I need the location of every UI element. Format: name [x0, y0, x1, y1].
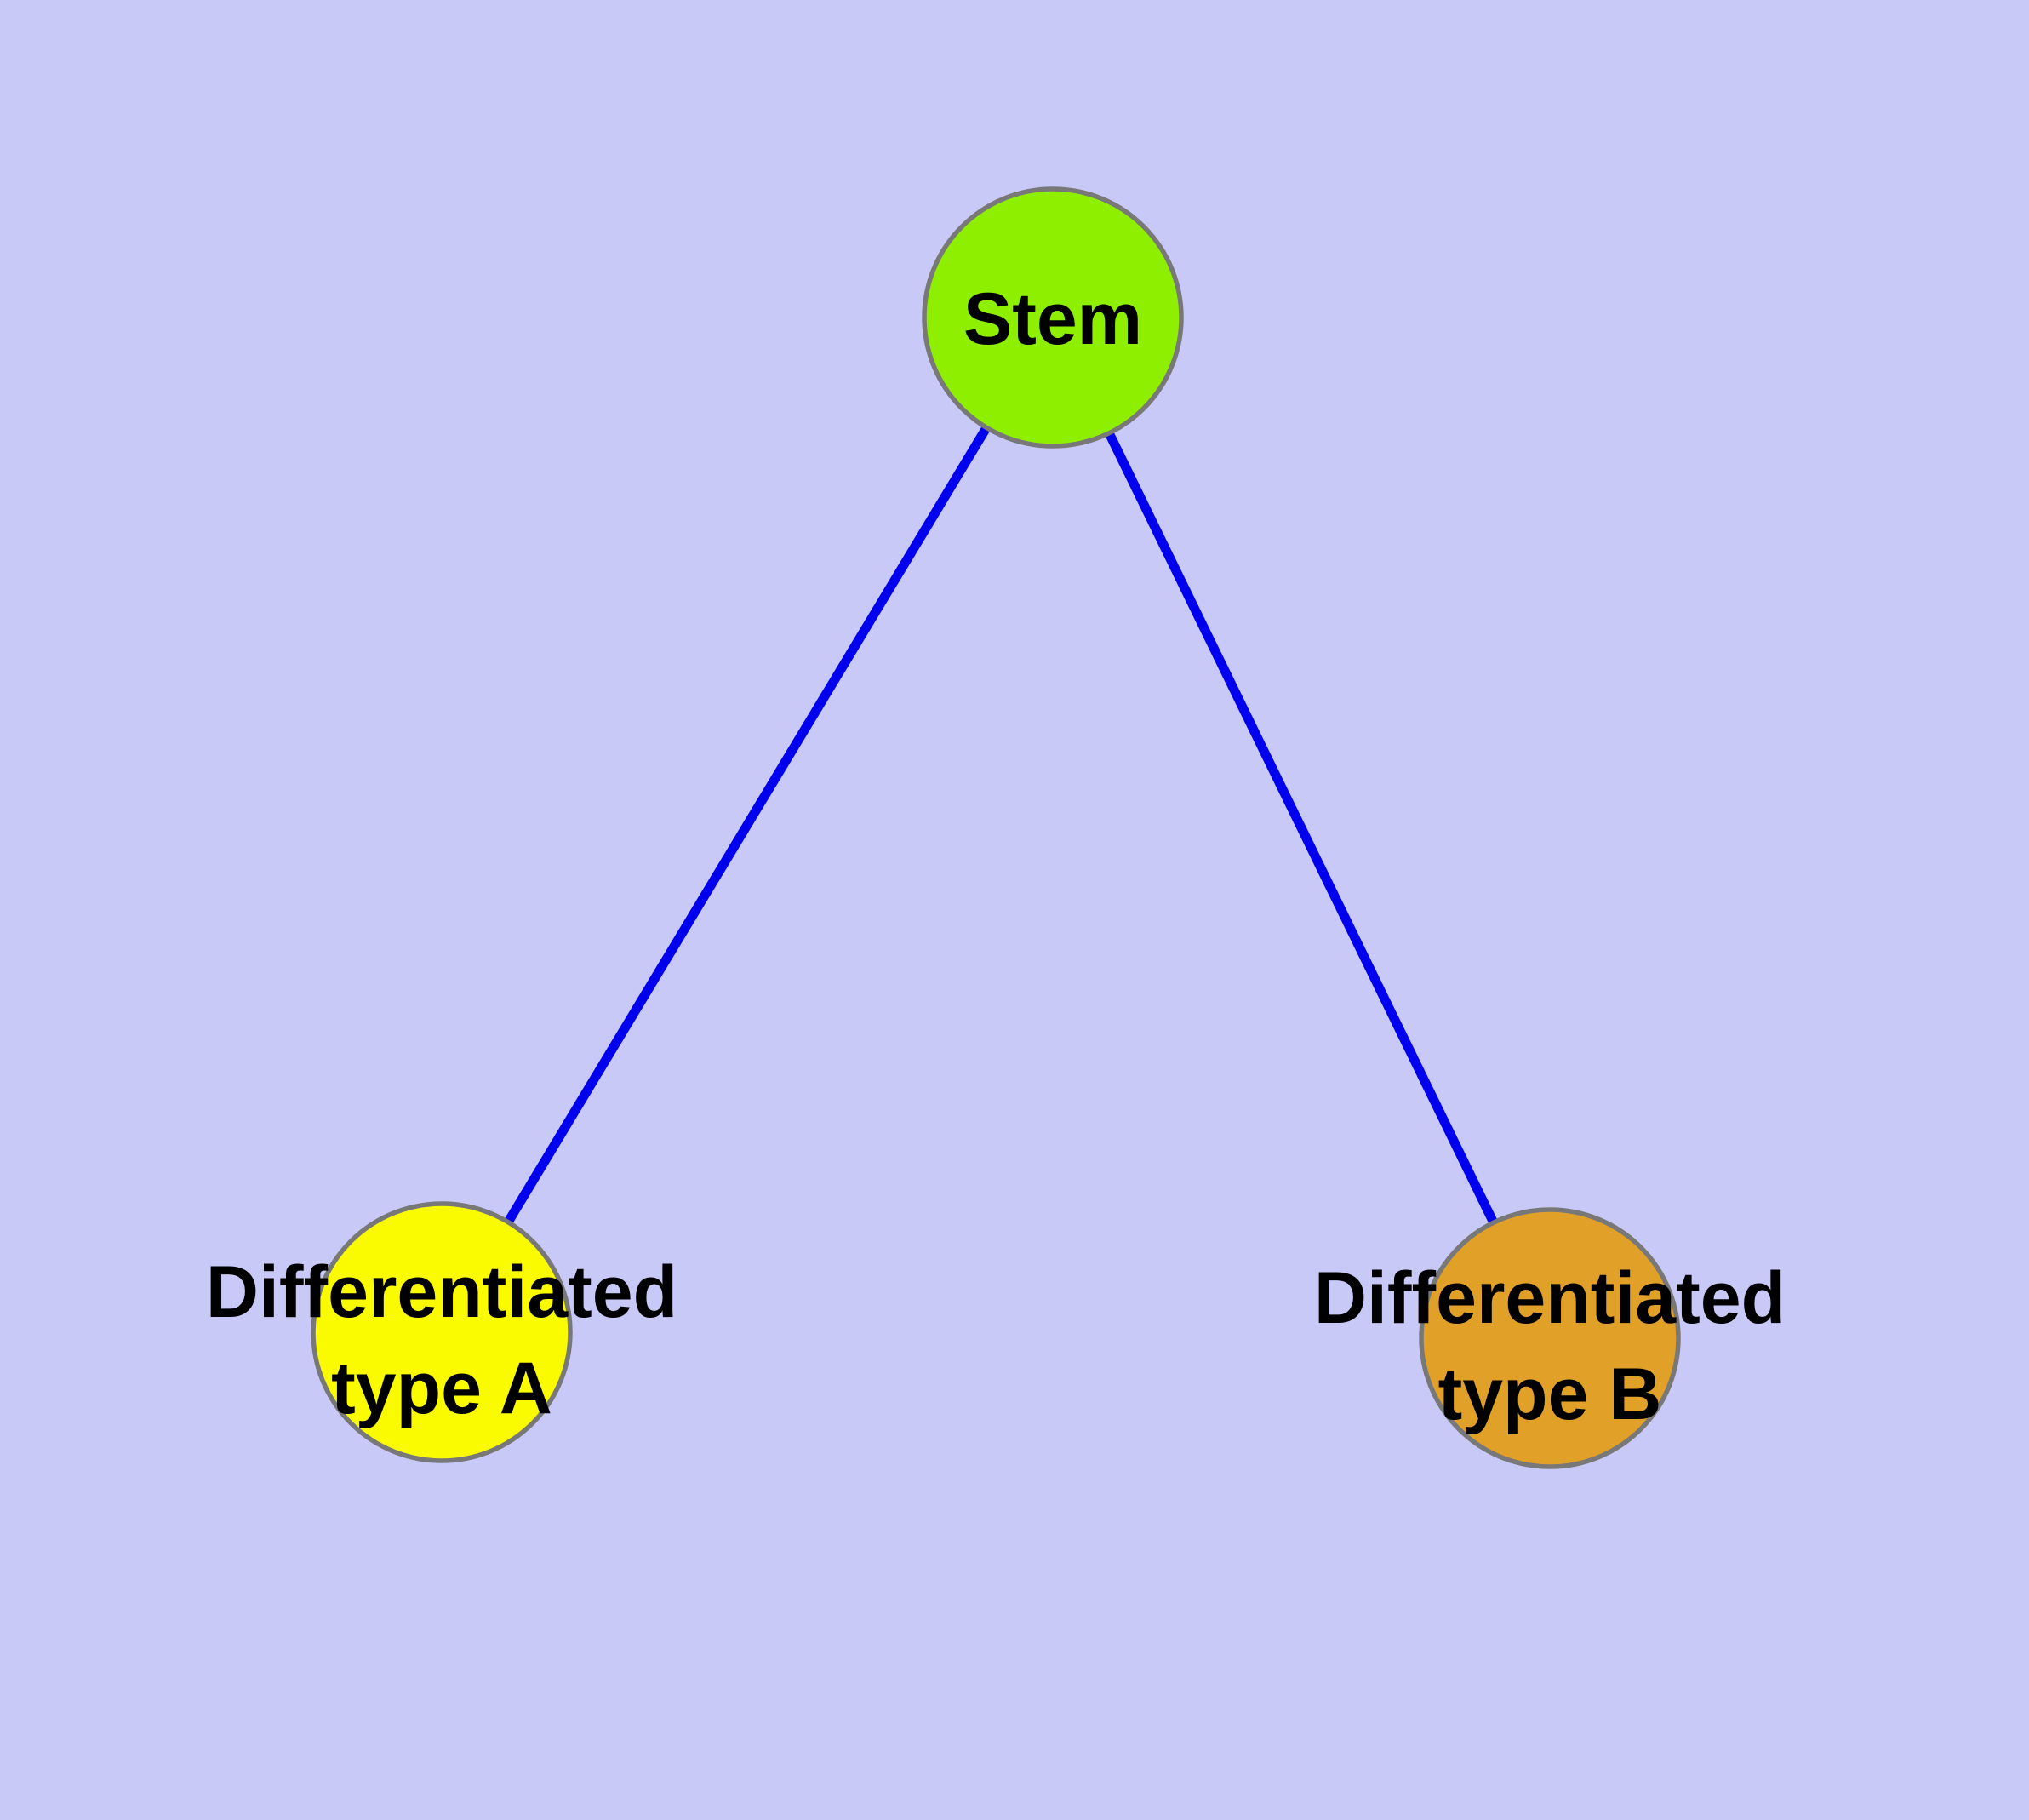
type-a-node-label-line1: Differentiated — [206, 1251, 677, 1333]
stem-node-label: Stem — [963, 278, 1142, 360]
type-b-node-label-line2: type B — [1438, 1354, 1662, 1435]
stem-node-circle[interactable] — [922, 186, 1184, 449]
node-stem[interactable]: Stem — [922, 186, 1184, 449]
type-b-node-circle[interactable] — [1419, 1207, 1681, 1469]
type-a-node-circle[interactable] — [311, 1201, 573, 1463]
node-differentiated-type-a[interactable]: Differentiated type A — [206, 1201, 677, 1463]
edge-stem-to-type-a — [437, 315, 1057, 1335]
type-a-node-label-line2: type A — [331, 1348, 552, 1429]
type-b-node-label-line1: Differentiated — [1314, 1257, 1786, 1339]
node-differentiated-type-b[interactable]: Differentiated type B — [1314, 1207, 1786, 1469]
edge-stem-to-type-b — [1049, 315, 1554, 1341]
